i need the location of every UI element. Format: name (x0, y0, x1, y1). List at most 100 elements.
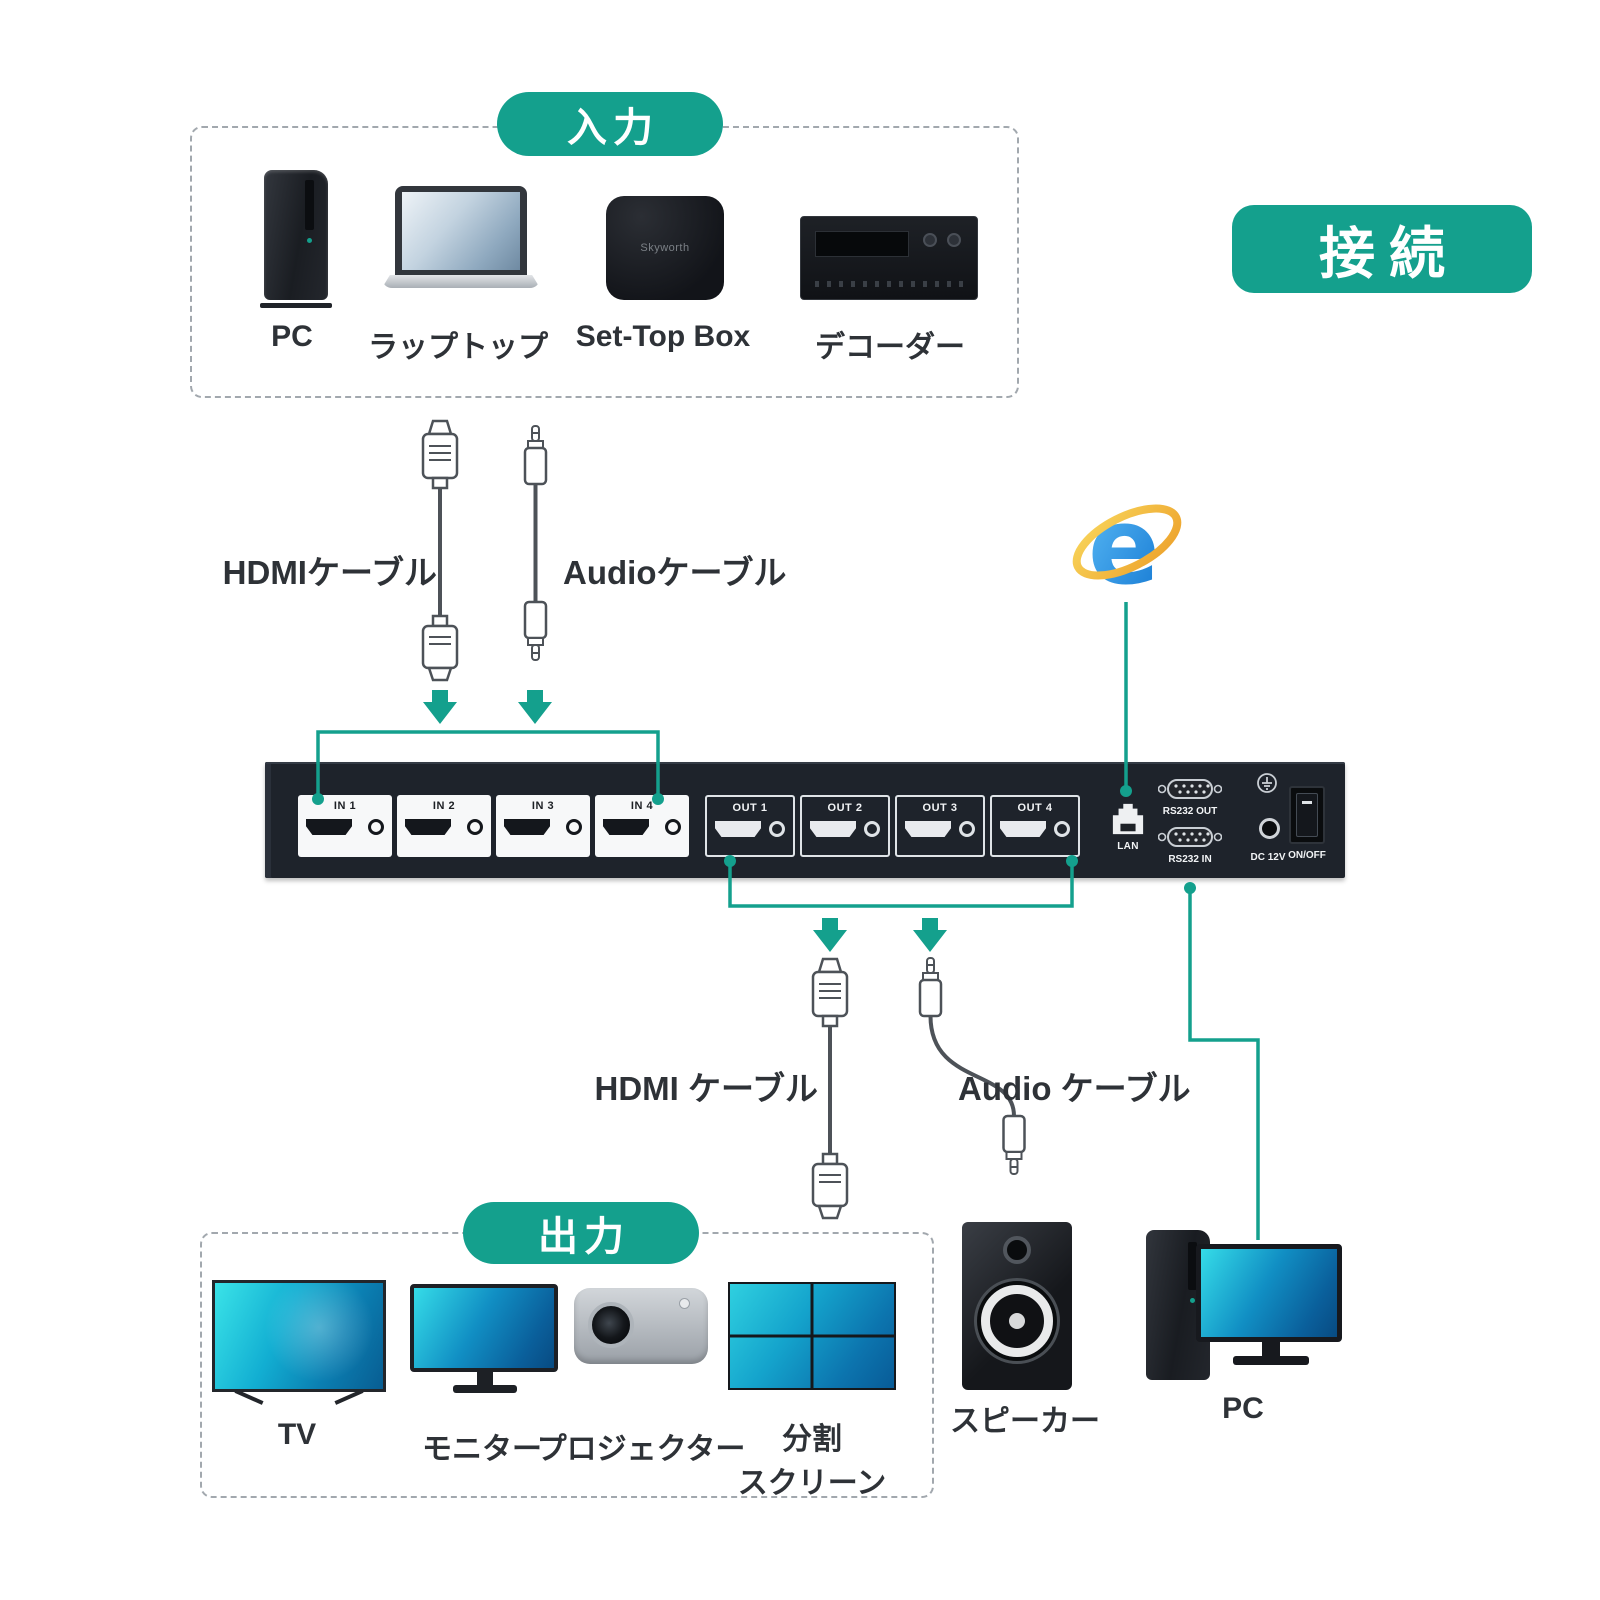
in2-label: IN 2 (432, 800, 456, 812)
out2-label: OUT 2 (827, 802, 863, 814)
hdmi-out-port-3: OUT 3 (895, 795, 985, 857)
monitor-illustration (410, 1284, 560, 1393)
projector-lens (588, 1302, 634, 1348)
in4-label: IN 4 (630, 800, 654, 812)
hdmi-jack-icon (1000, 821, 1046, 837)
hdmi-jack-icon (715, 821, 761, 837)
hdmi-out-port-1: OUT 1 (705, 795, 795, 857)
label-speaker: スピーカー (950, 1405, 1100, 1438)
pc-tower-drive-slot (305, 180, 314, 230)
pc-monitor (1196, 1244, 1346, 1365)
rs232-out-connector (1158, 779, 1222, 799)
internet-explorer-icon: e (1072, 486, 1182, 604)
pc-tower-body (264, 170, 328, 300)
label-monitor: モニター (422, 1433, 542, 1466)
hdmi-jack-icon (504, 819, 550, 835)
monitor-base (453, 1385, 517, 1393)
set-top-box-brand: Skyworth (640, 242, 690, 254)
power-switch (1289, 786, 1325, 844)
pc-tower-illustration (258, 170, 334, 308)
laptop-screen (395, 186, 527, 276)
audio-jack-icon (959, 821, 975, 837)
hdmi-in-port-4: IN 4 (595, 795, 689, 857)
decoder-knob (923, 233, 937, 247)
power-label: ON/OFF (1288, 850, 1326, 861)
rs232-in-connector (1158, 827, 1222, 847)
hdmi-jack-icon (405, 819, 451, 835)
laptop-display (402, 192, 520, 270)
set-top-box-illustration: Skyworth (606, 196, 724, 300)
audio-jack-icon (864, 821, 880, 837)
audio-jack-icon (1054, 821, 1070, 837)
monitor-neck (477, 1372, 493, 1385)
label-pc: PC (271, 320, 313, 353)
power-rocker-icon (1296, 793, 1318, 837)
hdmi-out-port-4: OUT 4 (990, 795, 1080, 857)
audio-jack-icon (769, 821, 785, 837)
down-arrow-icon (423, 690, 457, 724)
label-projector: プロジェクター (536, 1433, 746, 1466)
tv-legs (212, 1389, 386, 1408)
rs232-pc-line (1188, 888, 1260, 1240)
in1-label: IN 1 (333, 800, 357, 812)
down-arrow-icon (813, 918, 847, 952)
input-badge: 入力 (497, 92, 723, 156)
audio-jack-icon (467, 819, 483, 835)
matrix-switcher-panel: IN 1 IN 2 IN 3 IN 4 (265, 762, 1345, 878)
tv-screen (212, 1280, 386, 1392)
speaker-tweeter (1003, 1236, 1031, 1264)
pc-tower-power-led (307, 238, 312, 243)
monitor-screen (410, 1284, 558, 1372)
audio-cable-top-icon (523, 425, 548, 661)
hdmi-jack-icon (810, 821, 856, 837)
audio-cable-bottom-label: Audio ケーブル (958, 1070, 1191, 1107)
label-tv: TV (277, 1418, 317, 1451)
audio-jack-icon (368, 819, 384, 835)
label-laptop: ラップトップ (368, 331, 548, 364)
label-set-top-box: Set-Top Box (575, 320, 751, 353)
lan-port: LAN (1105, 802, 1151, 852)
ie-letter: e (1088, 486, 1160, 604)
ground-icon (1257, 773, 1277, 793)
hdmi-out-port-2: OUT 2 (800, 795, 890, 857)
projector-illustration (574, 1288, 708, 1364)
laptop-illustration (382, 186, 540, 288)
hdmi-cable-top-icon (421, 419, 459, 682)
dc-power-jack (1259, 818, 1280, 839)
down-arrow-icon (913, 918, 947, 952)
hdmi-in-port-2: IN 2 (397, 795, 491, 857)
decoder-knob (947, 233, 961, 247)
down-arrow-icon (518, 690, 552, 724)
laptop-keyboard-base (382, 275, 540, 288)
audio-jack-icon (566, 819, 582, 835)
decoder-vents (815, 281, 965, 287)
hdmi-jack-icon (306, 819, 352, 835)
rs232-out-label: RS232 OUT (1162, 806, 1218, 817)
pc-with-monitor-illustration (1140, 1226, 1350, 1394)
page-title: 接続 (1232, 205, 1532, 293)
out1-label: OUT 1 (732, 802, 768, 814)
label-decoder: デコーダー (815, 331, 965, 364)
speaker-woofer (974, 1278, 1060, 1364)
label-split-screen: 分割 スクリーン (737, 1423, 887, 1500)
hdmi-cable-bottom-icon (811, 957, 849, 1220)
hdmi-in-port-1: IN 1 (298, 795, 392, 857)
out3-label: OUT 3 (922, 802, 958, 814)
audio-cable-top-label: Audioケーブル (563, 554, 787, 591)
output-badge: 出力 (463, 1202, 699, 1264)
pc-tower-base (260, 303, 332, 308)
rs232-in-label: RS232 IN (1168, 854, 1212, 865)
hdmi-jack-icon (905, 821, 951, 837)
lan-label: LAN (1117, 841, 1139, 852)
hdmi-in-port-3: IN 3 (496, 795, 590, 857)
label-pc-bottom: PC (1222, 1392, 1264, 1425)
audio-jack-icon (665, 819, 681, 835)
hdmi-cable-top-label: HDMIケーブル (222, 554, 437, 591)
hdmi-jack-icon (603, 819, 649, 835)
dc-label: DC 12V (1250, 852, 1286, 863)
speaker-illustration (962, 1222, 1072, 1390)
projector-button (679, 1298, 690, 1309)
split-screen-illustration (728, 1282, 896, 1390)
lan-port-icon (1112, 803, 1144, 835)
